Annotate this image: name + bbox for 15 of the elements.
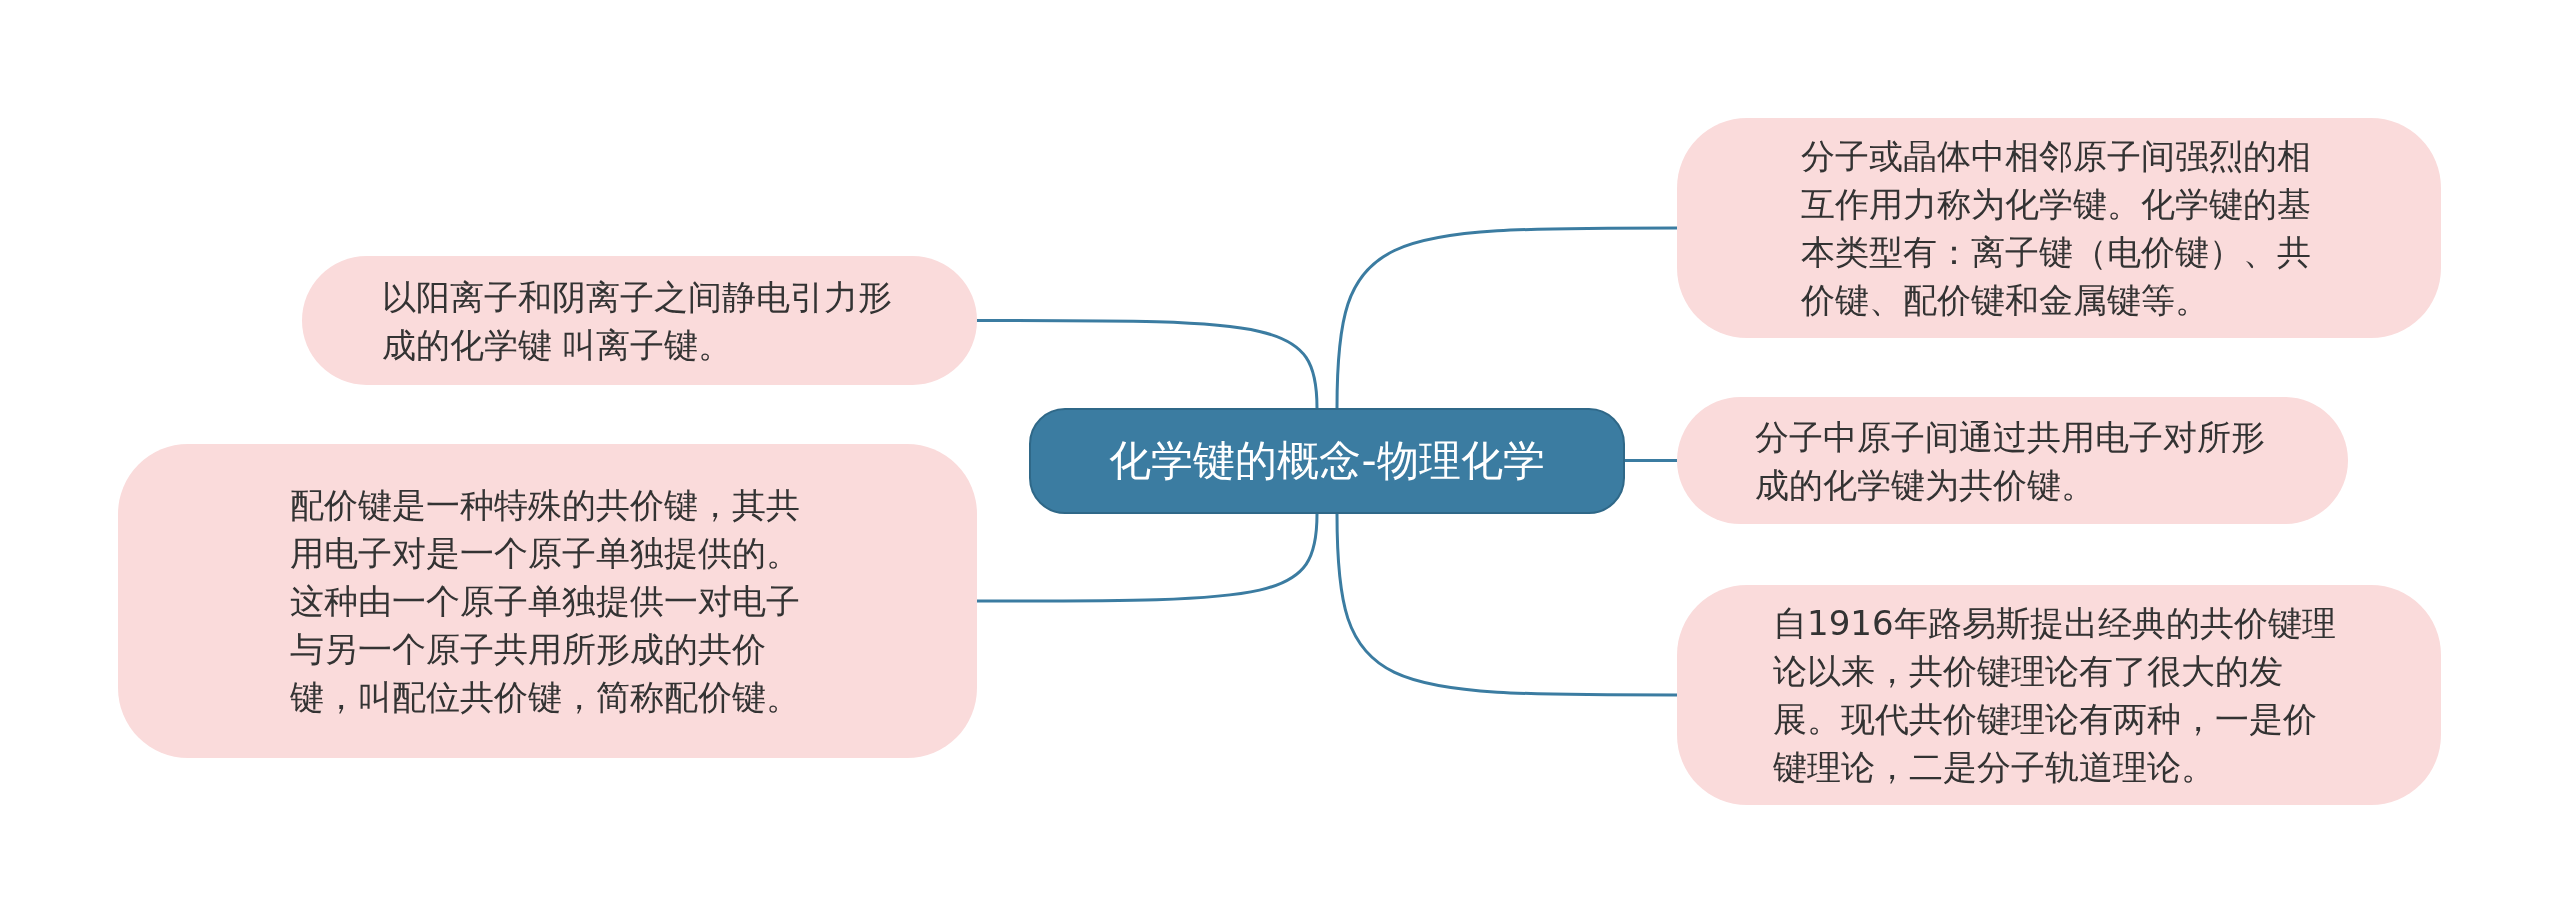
topic-text: 分子中原子间通过共用电子对所形成的化学键为共价键。 (1754, 415, 2266, 507)
central-topic (1029, 408, 1625, 514)
connector (1335, 513, 1677, 697)
topic-bubble (118, 444, 977, 758)
topic-bubble (1677, 118, 2441, 338)
topic-title: 化学键的概念-物理化学 (1109, 435, 1545, 487)
connector (977, 513, 1319, 603)
connector (977, 319, 1319, 409)
topic-text: 以阳离子和阴离子之间静电引力形成的化学键 叫离子键。 (381, 275, 893, 367)
connector (1335, 226, 1677, 409)
connector (1625, 459, 1677, 462)
topic-bubble (1677, 585, 2441, 805)
topic-text: 配价键是一种特殊的共价键，其共用电子对是一个原子单独提供的。这种由一个原子单独提供一对电子与另一个原子共用所形成的共价键，叫配位共价键，简称配价键。 (289, 484, 801, 719)
topic-text: 自1916年路易斯提出经典的共价键理论以来，共价键理论有了很大的发展。现代共价键理论有两种，一是价键理论，二是分子轨道理论。 (1773, 602, 2337, 789)
topic-text: 分子或晶体中相邻原子间强烈的相互作用力称为化学键。化学键的基本类型有：离子键（电价键）、共价键、配价键和金属键等。 (1801, 135, 2312, 322)
